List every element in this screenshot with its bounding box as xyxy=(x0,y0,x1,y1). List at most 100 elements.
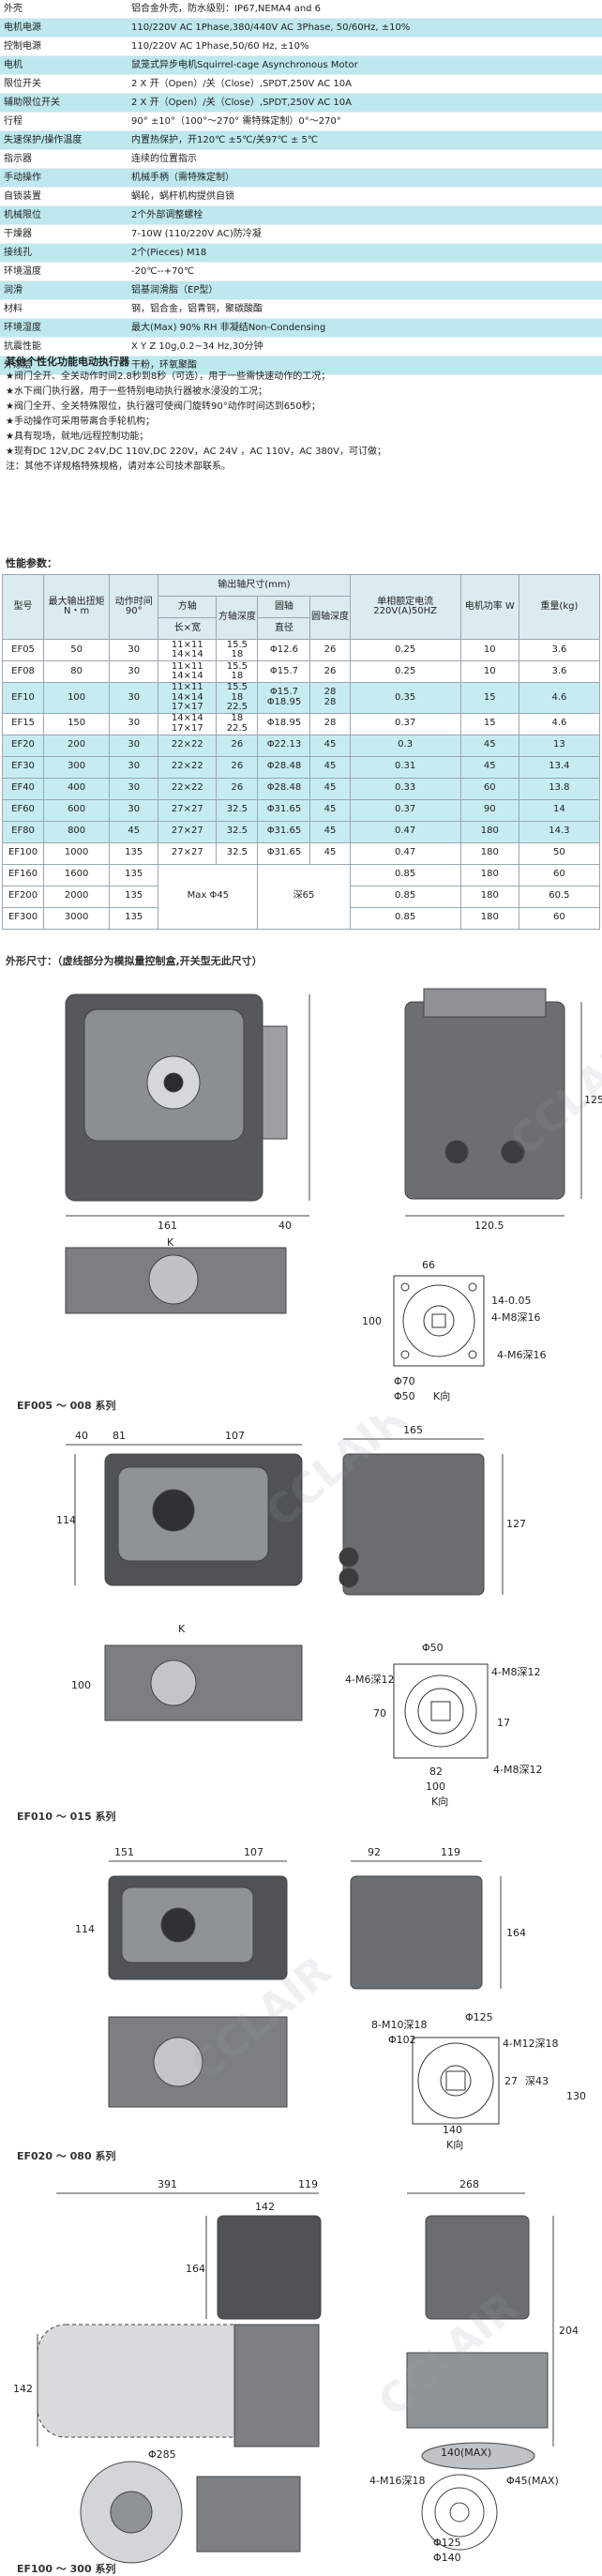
performance-table: 型号 最大输出扭矩 N・m 动作时间 90° 输出轴尺寸(mm) 单相额定电流 … xyxy=(1,574,601,930)
cell-model: EF200 xyxy=(1,885,45,908)
note-line: ★具有现场，就地/远程控制功能； xyxy=(6,432,149,442)
spec-value: 90° ±10°（100°～270° 需特殊定制）0°～270° xyxy=(128,112,602,131)
custom-features-notes: 其他个性化功能电动执行器 ★阀门全开、全关动作时间2.8秒到8秒（可选），用于一… xyxy=(6,355,596,475)
cell-square-depth-line: 15.5 xyxy=(226,682,248,692)
cell-square: 22×22 xyxy=(158,755,218,779)
svg-text:107: 107 xyxy=(244,1846,263,1858)
cell-torque: 400 xyxy=(43,777,111,800)
cell-square-line: 14×14 xyxy=(171,671,203,681)
spec-value: 110/220V AC 1Phase,50/60 Hz, ±10% xyxy=(128,37,602,56)
spec-value: 铝基润滑脂（EP型） xyxy=(128,280,602,300)
spec-value: 2 X 开（Open）/关（Close）,SPDT,250V AC 10A xyxy=(128,74,602,94)
cell-model: EF15 xyxy=(1,712,45,735)
cell-square-line: 27×27 xyxy=(171,847,203,858)
spec-value: X Y Z 10g,0.2~34 Hz,30分钟 xyxy=(128,337,602,356)
cell-current: 0.3 xyxy=(349,734,461,757)
svg-text:119: 119 xyxy=(441,1846,460,1858)
cell-round-depth: 45 xyxy=(309,841,351,865)
spec-key: 外涂层 xyxy=(0,356,128,375)
cell-square-line: 14×14 xyxy=(171,713,203,723)
th-len-wide: 长×宽 xyxy=(158,617,218,640)
cell-model: EF100 xyxy=(1,841,45,865)
cell-current: 0.47 xyxy=(349,820,461,843)
cell-current: 0.47 xyxy=(349,841,461,865)
cell-weight: 50 xyxy=(518,841,601,865)
svg-text:8-M10深18: 8-M10深18 xyxy=(371,2019,427,2031)
cell-dia-line: Φ18.95 xyxy=(266,696,302,707)
series-caption: EF020 ～ 080 系列 xyxy=(17,2150,116,2162)
k-view-ef005: 66 100 14-0.05 4-M8深16 4-M6深16 Φ70 Φ50 K… xyxy=(362,1259,546,1402)
spec-key: 指示器 xyxy=(0,149,128,169)
spec-key: 环境湿度 xyxy=(0,318,128,338)
series-caption: EF005 ～ 008 系列 xyxy=(17,1400,116,1412)
svg-text:4-M6深12: 4-M6深12 xyxy=(345,1674,394,1686)
cell-square-depth-line: 32.5 xyxy=(226,804,248,815)
cell-square-depth-line: 18 xyxy=(231,671,244,681)
cell-power: 15 xyxy=(459,682,519,714)
dim-125: 125 xyxy=(584,1094,602,1106)
th-torque: 最大输出扭矩 N・m xyxy=(43,574,111,640)
svg-text:K: K xyxy=(178,1623,186,1635)
dim-120-5: 120.5 xyxy=(474,1220,504,1232)
cell-current: 0.25 xyxy=(349,639,461,661)
cell-square-line: 17×17 xyxy=(171,722,203,734)
cell-model: EF20 xyxy=(1,734,45,757)
cell-weight: 3.6 xyxy=(518,639,601,661)
spec-value: 7-10W (110/220V AC)防冷凝 xyxy=(128,224,602,244)
cell-square-depth-line: 26 xyxy=(231,761,244,772)
spec-row: 外壳铝合金外壳，防水级别：IP67,NEMA4 and 6 xyxy=(0,0,602,19)
cell-square: 22×22 xyxy=(158,777,218,800)
spec-key: 润滑 xyxy=(0,280,128,300)
svg-text:164: 164 xyxy=(186,2263,205,2275)
cell-time: 30 xyxy=(109,755,159,779)
k-view-ef010: Φ50 4-M6深12 4-M8深12 70 17 82 100 4-M8深12… xyxy=(345,1642,542,1808)
cell-square-depth-line: 26 xyxy=(231,739,244,750)
cell-square-depth-line: 32.5 xyxy=(226,847,248,858)
cell-power: 10 xyxy=(459,660,519,683)
cell-model: EF160 xyxy=(1,863,45,886)
spec-row: 失速保护/操作温度内置热保护，开120℃ ±5℃/关97℃ ± 5℃ xyxy=(0,130,602,150)
cell-current: 0.35 xyxy=(349,682,461,714)
svg-text:Φ102: Φ102 xyxy=(388,2034,416,2046)
spec-value: 110/220V AC 1Phase,380/440V AC 3Phase, 5… xyxy=(128,18,602,38)
cell-round-depth: 45 xyxy=(309,820,351,843)
cell-model: EF80 xyxy=(1,820,45,843)
cell-weight: 4.6 xyxy=(518,712,601,735)
cell-square-depth-line: 22.5 xyxy=(226,722,248,734)
cell-square-line: 22×22 xyxy=(171,782,203,794)
svg-text:40: 40 xyxy=(75,1430,88,1442)
cell-power: 15 xyxy=(459,712,519,735)
cell-dia: Φ31.65 xyxy=(257,820,311,843)
svg-text:深43: 深43 xyxy=(525,2075,549,2087)
svg-text:391: 391 xyxy=(158,2178,177,2190)
spec-key: 电机 xyxy=(0,55,128,75)
svg-text:4-M8深12: 4-M8深12 xyxy=(491,1666,540,1678)
selection-title: 性能参数： xyxy=(6,557,57,569)
th-square: 方轴 xyxy=(158,596,218,618)
drawing-ef100-300: 391 142 119 268 164 204 142 Φ285 140(MAX… xyxy=(13,2178,579,2564)
svg-text:119: 119 xyxy=(298,2178,318,2190)
cell-square: 22×22 xyxy=(158,734,218,757)
cell-round-depth-line: 28 xyxy=(324,696,337,707)
cell-square-depth-line: 26 xyxy=(231,782,244,794)
cell-square-line: 14×14 xyxy=(171,649,203,659)
cell-square-depth-line: 18 xyxy=(231,691,244,703)
cell-current: 0.37 xyxy=(349,712,461,735)
cell-power: 180 xyxy=(459,820,519,843)
cell-torque: 150 xyxy=(43,712,111,735)
cell-dia: Φ18.95 xyxy=(257,712,311,735)
cell-weight: 60.5 xyxy=(518,885,601,908)
cell-torque: 50 xyxy=(43,639,111,661)
svg-text:Φ125: Φ125 xyxy=(465,2011,493,2023)
spec-key: 机械限位 xyxy=(0,205,128,225)
cell-dia: Φ31.65 xyxy=(257,798,311,822)
